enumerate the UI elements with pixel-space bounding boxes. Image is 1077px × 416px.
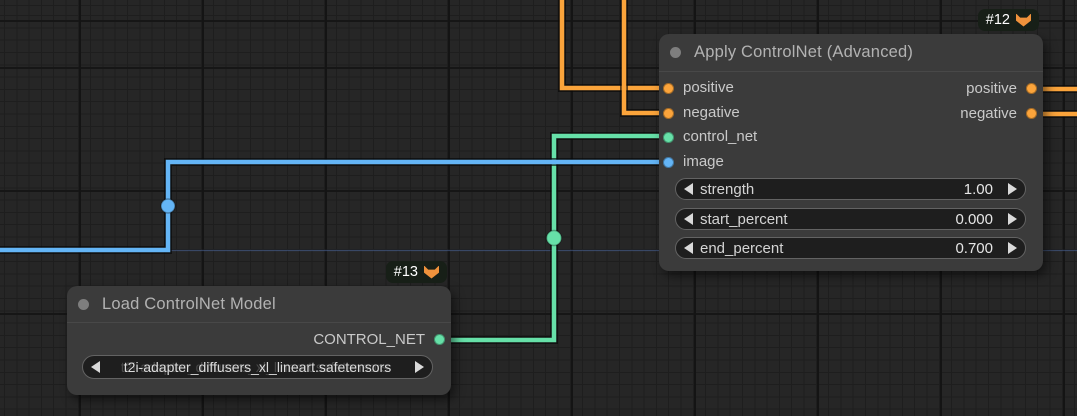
widget-value[interactable]: 0.000 [955, 210, 993, 228]
output-slot-label: positive [966, 80, 1017, 97]
node-load-controlnet-model[interactable]: #13 Load ControlNet Model CONTROL_NET t2… [67, 261, 451, 395]
input-slot-label: control_net [683, 128, 758, 145]
node-title: Apply ControlNet (Advanced) [694, 43, 914, 61]
fox-icon [1016, 13, 1031, 27]
widget-strength[interactable]: strength 1.00 [675, 178, 1026, 200]
node-id-label: #12 [985, 12, 1010, 28]
link-conditioning-positive [558, 0, 667, 92]
output-slot-dot-control-net[interactable] [434, 334, 445, 345]
widget-end-percent[interactable]: end_percent 0.700 [675, 237, 1026, 259]
node-title-bar[interactable]: Load ControlNet Model [67, 286, 451, 323]
input-slot-label: positive [683, 79, 734, 96]
link-image [0, 158, 667, 254]
output-slot-dot-positive[interactable] [1026, 83, 1037, 94]
collapse-dot[interactable] [670, 47, 681, 58]
output-slot-label: negative [960, 105, 1017, 122]
increment-arrow-icon[interactable] [1008, 183, 1017, 195]
widget-value[interactable]: 0.700 [955, 239, 993, 257]
node-id-badge: #12 [977, 9, 1039, 31]
collapse-dot[interactable] [78, 298, 89, 310]
decrement-arrow-icon[interactable] [684, 183, 693, 195]
prev-option-arrow-icon[interactable] [91, 361, 100, 373]
widget-controlnet-name[interactable]: t2i-adapter_diffusers_xl_lineart.safeten… [82, 355, 433, 379]
input-slot-dot-negative[interactable] [663, 108, 674, 119]
combo-value[interactable]: t2i-adapter_diffusers_xl_lineart.safeten… [123, 359, 392, 375]
next-option-arrow-icon[interactable] [415, 361, 424, 373]
link-control-net [440, 132, 667, 344]
decrement-arrow-icon[interactable] [684, 242, 693, 254]
link-midpoint-dot [160, 198, 176, 214]
link-midpoint-dot [545, 229, 563, 247]
output-slot-label: CONTROL_NET [313, 331, 425, 348]
node-title-bar[interactable]: Apply ControlNet (Advanced) [659, 34, 1043, 72]
widget-start-percent[interactable]: start_percent 0.000 [675, 208, 1026, 230]
increment-arrow-icon[interactable] [1008, 242, 1017, 254]
input-slot-dot-positive[interactable] [663, 83, 674, 94]
widget-label: strength [700, 180, 755, 198]
input-slot-dot-control-net[interactable] [663, 132, 674, 143]
widget-label: start_percent [700, 210, 788, 228]
widget-label: end_percent [700, 239, 784, 257]
input-slot-label: negative [683, 104, 740, 121]
input-slot-label: image [683, 153, 724, 170]
output-slot-dot-negative[interactable] [1026, 108, 1037, 119]
input-slot-dot-image[interactable] [663, 157, 674, 168]
node-title: Load ControlNet Model [102, 294, 276, 313]
node-id-badge: #13 [385, 261, 447, 283]
fox-icon [424, 265, 439, 279]
link-conditioning-negative [620, 0, 667, 117]
node-apply-controlnet-advanced[interactable]: #12 Apply ControlNet (Advanced) positive… [659, 9, 1043, 271]
node-id-label: #13 [393, 264, 418, 280]
increment-arrow-icon[interactable] [1008, 213, 1017, 225]
decrement-arrow-icon[interactable] [684, 213, 693, 225]
widget-value[interactable]: 1.00 [963, 180, 993, 198]
